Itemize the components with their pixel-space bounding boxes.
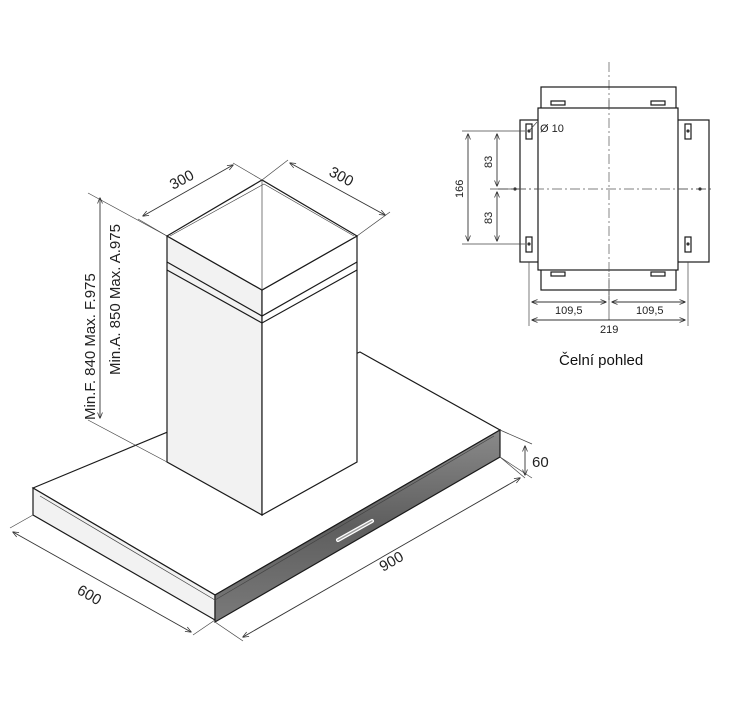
top-bracket [540,86,677,110]
hood-isometric [31,179,502,624]
hole-diameter-label: Ø 10 [540,123,564,135]
vertical-lower-label: 83 [483,212,495,224]
vertical-upper-label: 83 [483,156,495,168]
chimney-depth-label: 300 [326,164,356,191]
horizontal-total-label: 219 [600,324,618,336]
horizontal-right-label: 109,5 [636,305,664,317]
horizontal-left-label: 109,5 [555,305,583,317]
dim-canopy-height: 60 [499,429,549,479]
canopy-width-label: 900 [377,548,407,575]
top-bracket-slot-left [550,100,566,106]
chimney-joint-band-bottom [166,269,358,324]
height-range-f-label: Min.F. 840 Max. F.975 [82,273,99,420]
bottom-bracket-slot-right [650,271,666,277]
right-bracket [676,119,710,263]
height-range-a-label: Min.A. 850 Max. A.975 [107,224,124,375]
dim-horizontal: 109,5 109,5 219 [528,262,689,336]
vertical-total-label: 166 [454,180,466,198]
dim-vertical: 166 83 83 [454,130,525,245]
canopy-height-label: 60 [532,454,549,471]
front-view: Ø 10 166 83 83 109,5 109,5 219 Čelní poh… [454,62,712,369]
canopy-depth-label: 600 [74,582,104,609]
top-bracket-slot-right [650,100,666,106]
chimney-width-label: 300 [167,167,197,194]
bottom-bracket-slot-left [550,271,566,277]
chimney-joint-band-top [166,261,358,317]
chimney-inner-edge [169,183,355,237]
bottom-bracket [540,267,677,291]
mounting-holes [513,123,702,253]
dim-height: Min.F. 840 Max. F.975 Min.A. 850 Max. A.… [82,192,168,463]
front-view-caption: Čelní pohled [559,352,643,369]
